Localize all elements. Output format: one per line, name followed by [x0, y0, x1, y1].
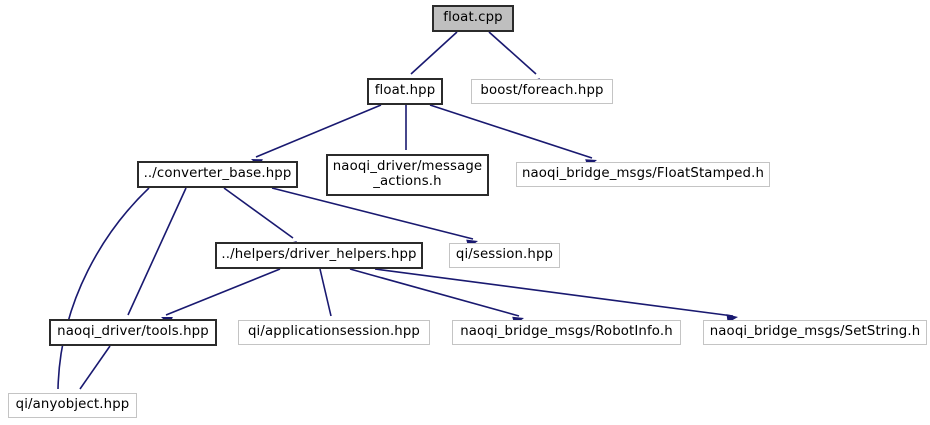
edge-driver_helpers-to-set_string [374, 268, 734, 317]
graph-node-qi_session[interactable]: qi/session.hpp [449, 243, 560, 268]
edge-driver_helpers-to-tools_hpp [165, 268, 281, 316]
graph-node-driver_helpers[interactable]: ../helpers/driver_helpers.hpp [215, 242, 423, 269]
graph-node-label-converter_base: ../converter_base.hpp [143, 166, 292, 182]
graph-node-label-anyobject: qi/anyobject.hpp [15, 397, 130, 413]
graph-node-float_stamped[interactable]: naoqi_bridge_msgs/FloatStamped.h [516, 162, 770, 187]
edge-float_hpp-to-float_stamped [429, 104, 593, 159]
graph-node-message_actions[interactable]: naoqi_driver/message _actions.h [326, 154, 489, 196]
edge-float_cpp-to-boost_foreach [488, 31, 537, 75]
graph-node-boost_foreach[interactable]: boost/foreach.hpp [471, 79, 613, 104]
edge-converter_base-to-anyobject [57, 187, 150, 390]
graph-node-label-set_string: naoqi_bridge_msgs/SetString.h [709, 324, 921, 340]
graph-node-robot_info[interactable]: naoqi_bridge_msgs/RobotInfo.h [452, 320, 681, 345]
graph-node-set_string[interactable]: naoqi_bridge_msgs/SetString.h [703, 320, 927, 345]
edge-driver_helpers-to-robot_info [349, 268, 520, 317]
edge-converter_base-to-driver_helpers [223, 187, 294, 239]
edge-converter_base-to-tools_hpp [127, 187, 187, 316]
graph-node-app_session[interactable]: qi/applicationsession.hpp [238, 320, 430, 345]
edge-tools_hpp-to-anyobject [79, 345, 111, 390]
graph-node-label-tools_hpp: naoqi_driver/tools.hpp [57, 324, 209, 340]
graph-node-label-app_session: qi/applicationsession.hpp [247, 324, 421, 340]
graph-node-anyobject[interactable]: qi/anyobject.hpp [8, 393, 137, 418]
graph-node-label-driver_helpers: ../helpers/driver_helpers.hpp [221, 247, 417, 263]
edge-float_hpp-to-converter_base [255, 104, 382, 158]
graph-node-tools_hpp[interactable]: naoqi_driver/tools.hpp [49, 319, 217, 346]
graph-node-converter_base[interactable]: ../converter_base.hpp [137, 161, 298, 188]
edge-float_cpp-to-float_hpp [410, 31, 458, 75]
graph-node-label-message_actions: naoqi_driver/message _actions.h [332, 159, 483, 189]
edge-driver_helpers-to-app_session [319, 268, 332, 317]
graph-node-label-robot_info: naoqi_bridge_msgs/RobotInfo.h [460, 324, 673, 340]
graph-node-label-boost_foreach: boost/foreach.hpp [480, 83, 604, 99]
graph-node-label-float_cpp: float.cpp [443, 10, 503, 26]
graph-node-label-float_stamped: naoqi_bridge_msgs/FloatStamped.h [521, 166, 765, 182]
graph-node-float_hpp[interactable]: float.hpp [367, 78, 443, 105]
graph-node-label-qi_session: qi/session.hpp [455, 247, 554, 263]
graph-node-label-float_hpp: float.hpp [374, 83, 436, 99]
graph-node-float_cpp[interactable]: float.cpp [432, 5, 514, 32]
